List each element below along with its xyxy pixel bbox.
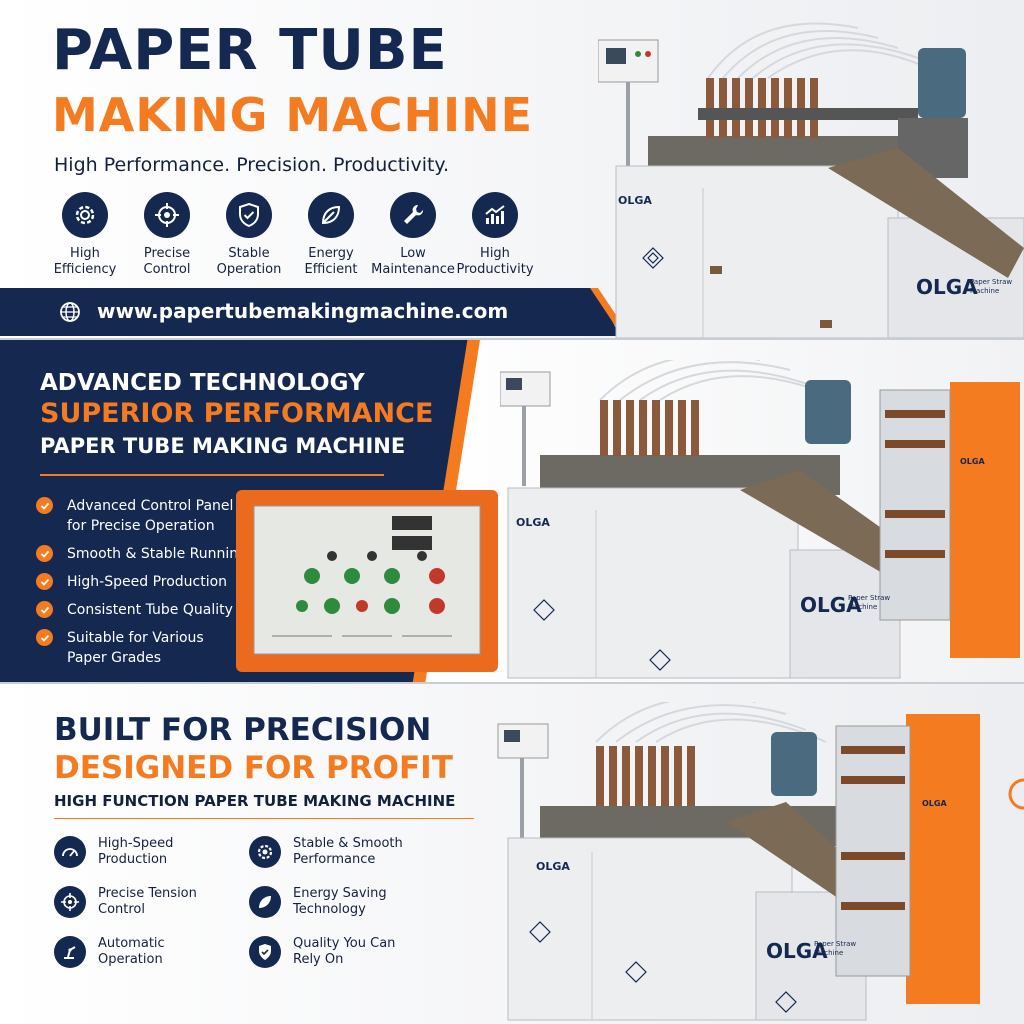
check-icon xyxy=(36,545,53,562)
heading-line2: SUPERIOR PERFORMANCE xyxy=(40,398,434,429)
precision-banner: BUILT FOR PRECISION DESIGNED FOR PROFIT … xyxy=(0,684,1024,1024)
machine-label: Paper Straw xyxy=(848,594,890,602)
check-icon xyxy=(36,497,53,514)
feature-label: High Efficiency xyxy=(53,246,117,277)
feature-label: Stable Operation xyxy=(216,246,282,277)
cabinet-brand: OLGA xyxy=(922,799,947,808)
feature-stable-operation: Stable Operation xyxy=(208,192,290,278)
website-bar xyxy=(0,288,620,336)
banner-subtitle: High Performance. Precision. Productivit… xyxy=(54,154,450,176)
feature-high-productivity: High Productivity xyxy=(454,192,536,278)
paper-tube-machine-image: OLGA OLGA Paper Straw Machine xyxy=(598,22,1024,338)
list-item: High-Speed Production xyxy=(36,572,267,592)
feature-label: Precise Control xyxy=(143,246,191,277)
feature-stable-smooth-performance: Stable & Smooth Performance xyxy=(249,836,403,868)
feature-high-efficiency: High Efficiency xyxy=(44,192,126,278)
list-item-label: High-Speed Production xyxy=(67,574,228,590)
heading-divider xyxy=(54,818,474,819)
machine-brand-large: OLGA xyxy=(766,939,828,963)
feature-precise-control: Precise Control xyxy=(126,192,208,278)
feature-label: Precise Tension Control xyxy=(98,886,197,917)
feature-label: Energy Saving Technology xyxy=(293,886,387,917)
feature-precise-tension-control: Precise Tension Control xyxy=(54,886,208,918)
heading-line2: DESIGNED FOR PROFIT xyxy=(54,750,453,786)
check-icon xyxy=(36,573,53,590)
feature-label: Automatic Operation xyxy=(98,936,165,967)
feature-list: Advanced Control Panel for Precise Opera… xyxy=(36,496,267,676)
list-item: Smooth & Stable Running xyxy=(36,544,267,564)
list-item: Advanced Control Panel for Precise Opera… xyxy=(36,496,267,536)
website-link[interactable]: www.papertubemakingmachine.com xyxy=(97,299,509,323)
wrench-icon xyxy=(390,192,436,238)
machine-label-2: Machine xyxy=(848,603,877,611)
paper-tube-machine-image: OLGA OLGA Paper Straw Machine OLGA xyxy=(497,702,1024,1021)
feature-energy-efficient: Energy Efficient xyxy=(290,192,372,278)
list-item-label: Suitable for Various Paper Grades xyxy=(67,630,204,666)
heading-line3: PAPER TUBE MAKING MACHINE xyxy=(40,434,406,458)
machine-label-2: Machine xyxy=(814,949,843,957)
control-panel-image xyxy=(236,490,498,672)
list-item-label: Advanced Control Panel for Precise Opera… xyxy=(67,498,234,534)
banner-title-line1: PAPER TUBE xyxy=(52,18,448,83)
feature-high-speed-production: High-Speed Production xyxy=(54,836,208,868)
robot-arm-icon xyxy=(54,936,86,968)
crosshair-icon xyxy=(54,886,86,918)
feature-label: Low Maintenance xyxy=(371,246,455,277)
feature-quality: Quality You Can Rely On xyxy=(249,936,403,968)
check-icon xyxy=(36,601,53,618)
gear-icon xyxy=(62,192,108,238)
feature-label: Stable & Smooth Performance xyxy=(293,836,403,867)
leaf-icon xyxy=(249,886,281,918)
shield-check-icon xyxy=(249,936,281,968)
machine-label: Paper Straw xyxy=(814,940,856,948)
machine-label-2: Machine xyxy=(970,287,999,295)
banner-title-line2: MAKING MACHINE xyxy=(52,88,534,142)
list-item: Consistent Tube Quality xyxy=(36,600,267,620)
machine-brand: OLGA xyxy=(516,516,550,529)
feature-label: High Productivity xyxy=(456,246,534,277)
machine-brand: OLGA xyxy=(618,194,652,207)
machine-brand: OLGA xyxy=(536,860,570,873)
shield-check-icon xyxy=(226,192,272,238)
feature-automatic-operation: Automatic Operation xyxy=(54,936,208,968)
speedometer-icon xyxy=(54,836,86,868)
crosshair-icon xyxy=(144,192,190,238)
hero-banner: PAPER TUBE MAKING MACHINE High Performan… xyxy=(0,0,1024,338)
list-item-label: Smooth & Stable Running xyxy=(67,546,247,562)
list-item: Suitable for Various Paper Grades xyxy=(36,628,267,668)
feature-label: High-Speed Production xyxy=(98,836,174,867)
growth-chart-icon xyxy=(472,192,518,238)
feature-label: Quality You Can Rely On xyxy=(293,936,396,967)
paper-tube-machine-image: OLGA OLGA Paper Straw Machine OLGA xyxy=(500,360,1020,679)
globe-icon xyxy=(58,300,82,328)
heading-line1: BUILT FOR PRECISION xyxy=(54,712,432,748)
gear-icon xyxy=(249,836,281,868)
machine-label: Paper Straw xyxy=(970,278,1012,286)
list-item-label: Consistent Tube Quality xyxy=(67,602,233,618)
check-icon xyxy=(36,629,53,646)
feature-energy-saving: Energy Saving Technology xyxy=(249,886,403,918)
technology-banner: ADVANCED TECHNOLOGY SUPERIOR PERFORMANCE… xyxy=(0,340,1024,682)
cabinet-brand: OLGA xyxy=(960,457,985,466)
feature-label: Energy Efficient xyxy=(304,246,358,277)
heading-line1: ADVANCED TECHNOLOGY xyxy=(40,370,365,396)
leaf-icon xyxy=(308,192,354,238)
machine-brand-large: OLGA xyxy=(916,275,978,299)
heading-divider xyxy=(40,474,384,476)
feature-row: High Efficiency Precise Control Stable O… xyxy=(44,192,536,278)
feature-low-maintenance: Low Maintenance xyxy=(371,192,455,278)
heading-line3: HIGH FUNCTION PAPER TUBE MAKING MACHINE xyxy=(54,792,456,810)
machine-brand-large: OLGA xyxy=(800,593,862,617)
